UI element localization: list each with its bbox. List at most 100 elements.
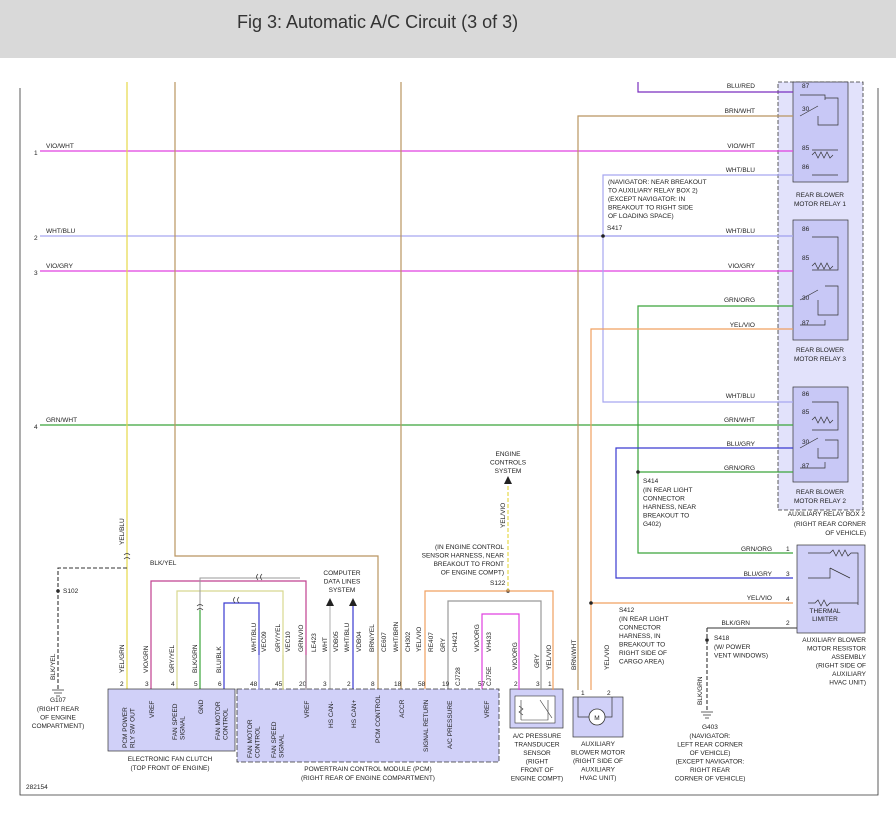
fan-clutch-func-fan-motor: FAN MOTORCONTROL: [215, 701, 230, 740]
pcm-body: [236, 688, 500, 763]
pcm-pin-48: 48: [250, 681, 258, 688]
figure-number: 282154: [26, 784, 48, 791]
data-line-can-minus-arrow: [326, 598, 334, 606]
relay-1-wire-blu-red: BLU/RED: [727, 83, 755, 90]
relay-2-wire-blu-gry: BLU/GRY: [727, 441, 756, 448]
fan-clutch-wire-yel-grn: YEL/GRN: [119, 644, 126, 673]
ground-g107-wire: BLK/YEL: [50, 653, 57, 680]
wire-vio-org-transducer: [481, 613, 520, 690]
relay-3-wire-yel-vio: YEL/VIO: [730, 322, 755, 329]
pcm-pin-19: 19: [442, 681, 450, 688]
pcm-pin-58: 58: [418, 681, 426, 688]
transducer-inner: [514, 695, 556, 724]
relay-3-wire-grn-org: GRN/ORG: [724, 297, 755, 304]
pcm-wire-48: WHT/BLU: [251, 622, 258, 652]
relay-1-wire-brn-wht: BRN/WHT: [725, 108, 755, 115]
relay-3-pin-87: 87: [802, 320, 810, 327]
transducer-wire-gry: GRY: [534, 653, 541, 668]
aux-motor-wire-yel-vio: YEL/VIO: [604, 645, 611, 670]
pcm-circuit-19: CH421: [452, 631, 459, 652]
resistor-elements: [808, 549, 859, 607]
pcm-wire-2: WHT/BLU: [344, 622, 351, 652]
pcm-func-3: HS CAN-: [328, 701, 335, 728]
pcm-func-48: FAN MOTORCONTROL: [247, 719, 262, 758]
pcm-func-57: VREF: [484, 701, 491, 718]
pcm-circuit-45: VEC10: [285, 631, 292, 652]
relay-3-pin-30: 30: [802, 295, 810, 302]
wire-yel-vio-relay3: [590, 328, 793, 690]
wire-gry-transducer: [447, 600, 542, 690]
splice-s122-id: S122: [490, 580, 506, 587]
fan-clutch-wire-gry-yel: GRY/YEL: [169, 645, 176, 673]
relay-1-wire-vio-wht: VIO/WHT: [727, 143, 755, 150]
transducer-pin-1: 1: [548, 681, 552, 688]
relay-3-pin-86: 86: [802, 226, 810, 233]
resistor-assembly-body: [796, 544, 866, 634]
wire-vio-grn: [150, 580, 307, 690]
relay-3-pin-85: 85: [802, 255, 810, 262]
fan-clutch-wire-vio-grn: VIO/GRN: [143, 645, 150, 673]
pcm-pin-45: 45: [275, 681, 283, 688]
pcm-func-58: SIGNAL RETURN: [423, 699, 430, 752]
wire-yel-blu-label: YEL/BLU: [119, 518, 126, 545]
aux-motor-pin-2: 2: [607, 690, 611, 697]
pcm-pin-20: 20: [299, 681, 307, 688]
relay-2-wire-grn-wht: GRN/WHT: [724, 417, 755, 424]
wire-grn-org: [637, 305, 793, 554]
pcm-circuit-8: CE607: [381, 632, 388, 652]
diagram-frame: [19, 88, 879, 796]
fan-clutch-func-gnd: GND: [198, 699, 205, 714]
relay-2-body: [792, 386, 849, 483]
wire-yel-vio-transducer: [424, 590, 554, 690]
resistor-wire-blu-gry: BLU/GRY: [744, 571, 773, 578]
fan-clutch-pin-3: 3: [145, 681, 149, 688]
ground-g107-id: G107: [50, 697, 66, 704]
wire-blu-gry: [615, 447, 793, 579]
pcm-func-8: PCM CONTROL: [375, 695, 382, 743]
pcm-circuit-58: RE407: [428, 632, 435, 652]
pcm-wire-57: VIO/ORG: [474, 624, 481, 652]
fan-clutch-func-pcm-power: PCM POWERRLY SW OUT: [122, 707, 137, 748]
wire-grn-vio-pcm: [199, 577, 300, 610]
splice-s417-dot: [601, 234, 605, 238]
fan-clutch-pin-6: 6: [218, 681, 222, 688]
fan-clutch-func-vref: VREF: [149, 701, 156, 718]
relay-1-coil: [811, 151, 834, 159]
engine-controls-wire: YEL/VIO: [500, 503, 507, 528]
wire-brn-wht: [577, 115, 793, 690]
splice-s414-dot: [636, 470, 640, 474]
pcm-wire-19: GRY: [440, 637, 447, 652]
relay-2-contacts: [799, 437, 839, 469]
pcm-func-45: FAN SPEEDSIGNAL: [271, 721, 286, 758]
splice-s412-id: S412: [619, 607, 635, 614]
resistor-wire-grn-org: GRN/ORG: [741, 546, 772, 553]
resistor-pin-4: 4: [786, 596, 790, 603]
engine-controls-arrow: [504, 476, 512, 484]
relay-1-wire-wht-blu: WHT/BLU: [726, 167, 756, 174]
pcm-circuit-3: VDB05: [333, 631, 340, 652]
fan-clutch-body: [107, 688, 236, 752]
pcm-func-2: HS CAN+: [351, 699, 358, 728]
aux-motor-pin-1: 1: [581, 690, 585, 697]
pcm-circuit-18: CH302: [405, 631, 412, 652]
transducer-element: [518, 699, 553, 721]
pcm-wire-18: WHT/BRN: [393, 621, 400, 652]
pcm-label: POWERTRAIN CONTROL MODULE (PCM): [304, 766, 431, 773]
relay-1-pin-85: 85: [802, 145, 810, 152]
pcm-wire-20: GRN/VIO: [298, 625, 305, 652]
wire-blk-yel-label: BLK/YEL: [150, 560, 177, 567]
pcm-pin-57: 57: [478, 681, 486, 688]
wire-break-marks: [123, 553, 263, 611]
fan-clutch-pin-2: 2: [120, 681, 124, 688]
pcm-pin-18: 18: [394, 681, 402, 688]
wire-gry-yel: [176, 590, 284, 690]
aux-motor-wire-brn-wht: BRN/WHT: [571, 640, 578, 670]
relay-3-wire-wht-blu: WHT/BLU: [726, 228, 756, 235]
connector-4-wire: GRN/WHT: [46, 417, 77, 424]
